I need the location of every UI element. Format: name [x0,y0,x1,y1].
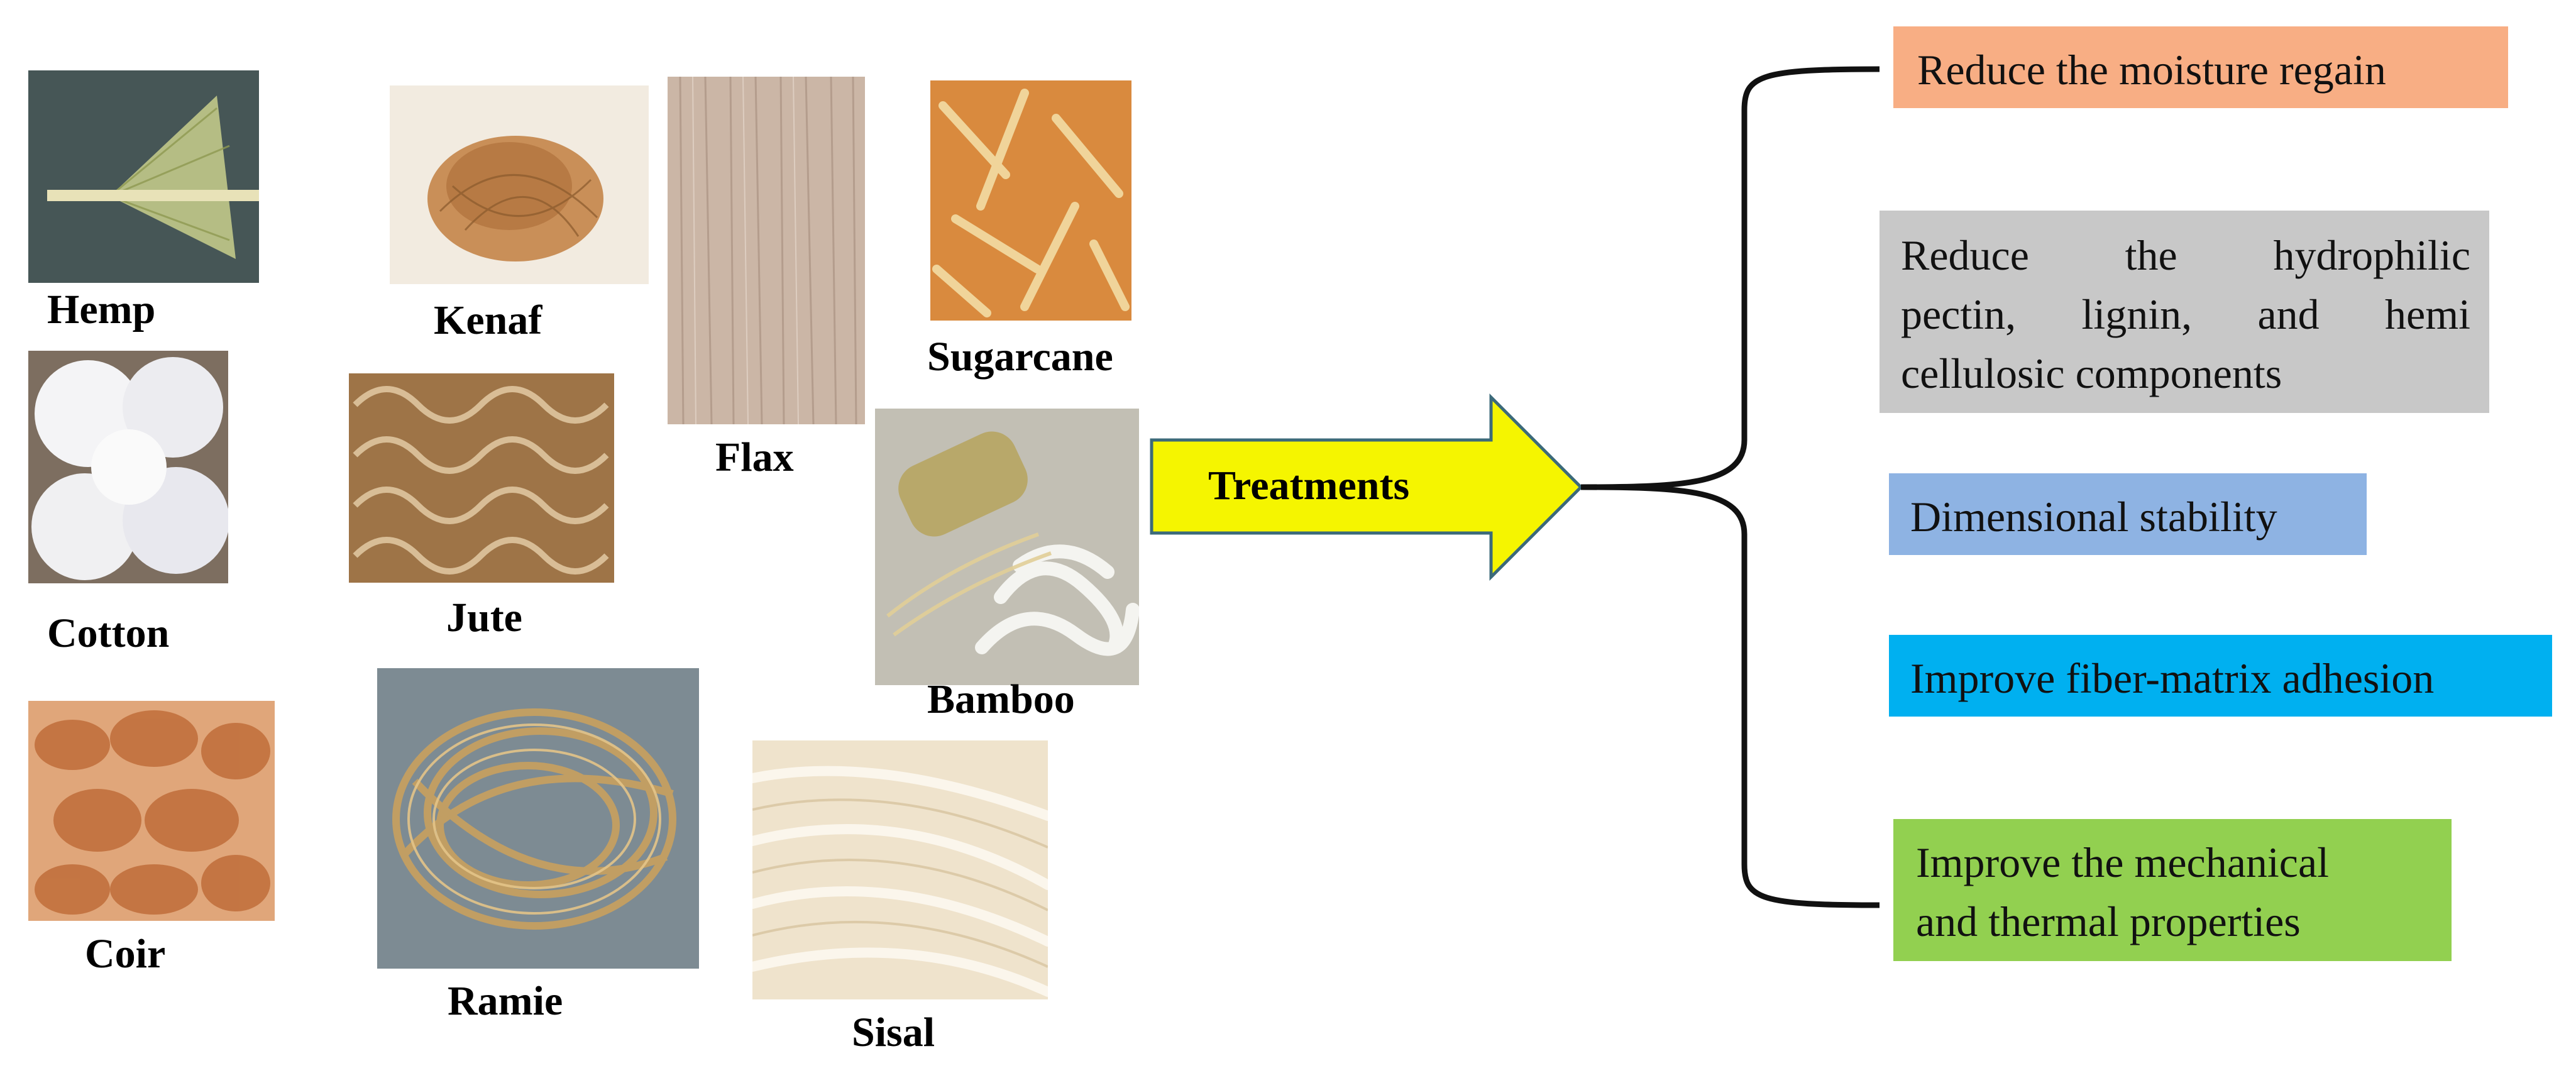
treatments-arrow [1150,393,1583,581]
treatments-label: Treatments [1208,463,1410,509]
fiber-label-ramie: Ramie [448,978,563,1024]
hemp-photo [28,70,259,283]
fiber-label-cotton: Cotton [47,610,170,656]
fiber-label-coir: Coir [85,931,166,977]
outcome-dimensional-stability-text: Dimensional stability [1910,493,2277,541]
outcome-mechanical-line-2: and thermal properties [1916,898,2301,945]
fiber-label-bamboo: Bamboo [927,676,1075,722]
coir-photo [28,701,275,921]
outcomes-brace [1580,66,1880,908]
flax-photo [668,77,865,424]
fiber-label-kenaf: Kenaf [434,297,542,343]
jute-photo [349,373,614,583]
outcome-mechanical-thermal: Improve the mechanical and thermal prope… [1893,819,2452,961]
outcome-moisture-regain-text: Reduce the moisture regain [1917,46,2386,94]
bamboo-photo [875,409,1139,685]
outcome-dimensional-stability: Dimensional stability [1889,473,2367,555]
fiber-label-flax: Flax [715,434,794,480]
outcome-hydrophilic-line-1: Reduce the hydrophilic [1901,231,2470,279]
fiber-label-hemp: Hemp [47,287,156,333]
ramie-photo [377,668,699,969]
fiber-label-jute: Jute [446,595,522,641]
outcome-hydrophilic-line-3: cellulosic components [1901,349,2282,397]
fiber-label-sisal: Sisal [852,1009,935,1055]
cotton-photo [28,351,228,583]
kenaf-photo [390,85,649,284]
fiber-label-sugarcane: Sugarcane [927,334,1113,380]
sugarcane-photo [930,80,1131,321]
outcome-moisture-regain: Reduce the moisture regain [1893,26,2508,108]
outcome-hydrophilic-line-2: pectin, lignin, and hemi [1901,290,2470,338]
outcome-hydrophilic-components: Reduce the hydrophilic pectin, lignin, a… [1880,211,2489,413]
sisal-photo [752,740,1048,999]
outcome-fiber-matrix-adhesion-text: Improve fiber-matrix adhesion [1910,654,2435,702]
outcome-fiber-matrix-adhesion: Improve fiber-matrix adhesion [1889,635,2552,717]
outcome-mechanical-line-1: Improve the mechanical [1916,839,2330,886]
